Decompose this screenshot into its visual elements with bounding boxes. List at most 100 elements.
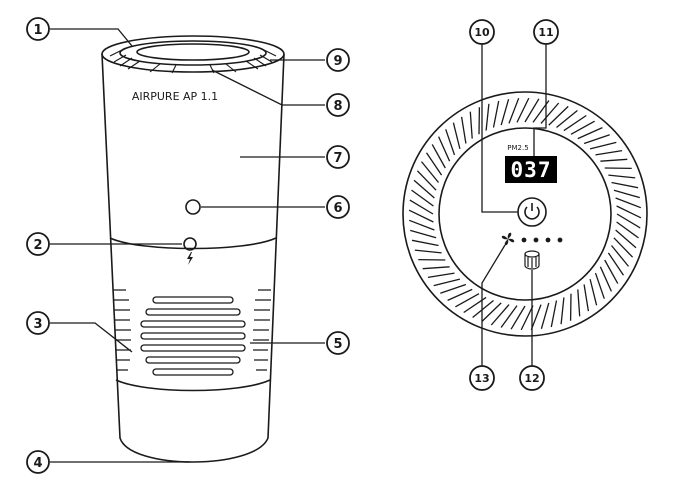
vent-slot: [560, 297, 565, 325]
pm25-display-value: 037: [511, 158, 552, 182]
vent-slot: [414, 249, 442, 254]
callout-11: 11: [533, 19, 559, 45]
vent-slot: [604, 259, 619, 284]
filter-icon: [524, 250, 540, 270]
vent-slot: [425, 152, 443, 176]
fan-speed-dot: [533, 237, 539, 243]
svg-text:10: 10: [474, 26, 490, 39]
top-outlet-ring-inner: [136, 43, 250, 61]
vent-slot: [452, 122, 461, 150]
fan-speed-button[interactable]: [501, 232, 515, 246]
fan-icon: [501, 232, 515, 246]
pm25-display: [505, 156, 557, 183]
vent-slot: [583, 134, 610, 145]
callout-badges: 1 2 3 4 5 6 7 8 9 10 11: [26, 17, 559, 474]
vent-slot: [589, 141, 617, 150]
vent-slot: [583, 284, 590, 312]
top-outlet-slots: [109, 49, 277, 74]
callout-9: 9: [326, 48, 350, 72]
vent-slot: [600, 158, 628, 162]
svg-text:9: 9: [333, 54, 342, 69]
vent-slot: [427, 272, 455, 279]
vent-slot: [570, 120, 595, 135]
model-label: AIRPURE AP 1.1: [132, 90, 218, 103]
vent-slot: [445, 129, 456, 156]
svg-text:5: 5: [333, 337, 342, 352]
vent-slot: [408, 219, 435, 231]
vent-slot: [440, 283, 467, 294]
air-inlet-side-slots-left: [113, 289, 131, 371]
callout-12: 12: [519, 365, 545, 391]
vent-slot: [556, 109, 578, 129]
vent-slot: [594, 272, 605, 299]
vent-slot: [420, 161, 440, 183]
top-outlet-ring-mid: [119, 40, 267, 66]
vent-slot: [438, 136, 451, 162]
vent-slot: [500, 305, 518, 328]
callout-8: 8: [326, 93, 350, 117]
vent-slot: [431, 144, 446, 169]
leader-lines: [50, 28, 547, 463]
vent-slot: [540, 302, 550, 329]
power-icon: [524, 203, 540, 220]
vent-slot: [455, 293, 480, 308]
vent-slot: [490, 304, 510, 326]
vent-slot: [611, 181, 639, 189]
vent-slot: [595, 149, 623, 156]
fan-speed-dot: [557, 237, 563, 243]
vent-slot: [530, 304, 542, 331]
vent-slot: [481, 302, 502, 323]
svg-text:6: 6: [333, 201, 342, 216]
svg-text:7: 7: [333, 151, 342, 166]
vent-slot: [460, 116, 467, 144]
vent-slot: [413, 179, 435, 199]
fan-speed-dot: [545, 237, 551, 243]
vent-slot: [548, 105, 569, 126]
vent-slot: [563, 114, 587, 132]
purifier-side-view: [101, 35, 285, 463]
callout-5: 5: [326, 331, 350, 355]
vent-slot: [408, 209, 434, 223]
callout-7: 7: [326, 145, 350, 169]
vent-slot: [411, 239, 439, 247]
fan-speed-dot: [521, 237, 527, 243]
svg-text:1: 1: [33, 23, 42, 38]
vent-slot: [613, 237, 634, 258]
svg-text:13: 13: [474, 372, 489, 385]
svg-text:8: 8: [333, 99, 342, 114]
air-inlet-grille: [140, 296, 246, 376]
control-panel-top-view: [402, 91, 648, 337]
vent-slot: [492, 100, 500, 128]
svg-text:2: 2: [33, 238, 42, 253]
sensor-window: [185, 199, 201, 215]
vent-slot: [433, 278, 461, 287]
vent-slot: [589, 278, 598, 306]
panel-inner-face: [438, 127, 612, 301]
vent-slot: [416, 170, 437, 191]
vent-slot: [615, 197, 642, 209]
vent-slot: [577, 289, 581, 317]
purifier-body-outline: [101, 53, 285, 463]
fan-speed-indicator: [521, 237, 563, 243]
vent-slot: [422, 266, 450, 270]
seam-lower: [115, 379, 271, 392]
vent-slot: [524, 98, 540, 123]
vent-slot: [469, 111, 473, 139]
top-outlet-ring-outer: [101, 35, 285, 73]
callout-3: 3: [26, 311, 50, 335]
vent-slot: [510, 305, 526, 330]
vent-slot: [485, 103, 490, 131]
vent-slot: [550, 300, 558, 328]
vent-slot: [472, 299, 494, 319]
svg-text:3: 3: [33, 317, 42, 332]
vent-slot: [613, 189, 640, 199]
vent-slot: [410, 229, 437, 239]
vent-slot: [540, 102, 560, 124]
svg-text:4: 4: [33, 456, 42, 471]
vent-slot: [616, 205, 642, 219]
vent-slot: [409, 199, 434, 215]
power-button[interactable]: [517, 197, 547, 227]
vent-slot: [616, 213, 641, 229]
callout-10: 10: [469, 19, 495, 45]
